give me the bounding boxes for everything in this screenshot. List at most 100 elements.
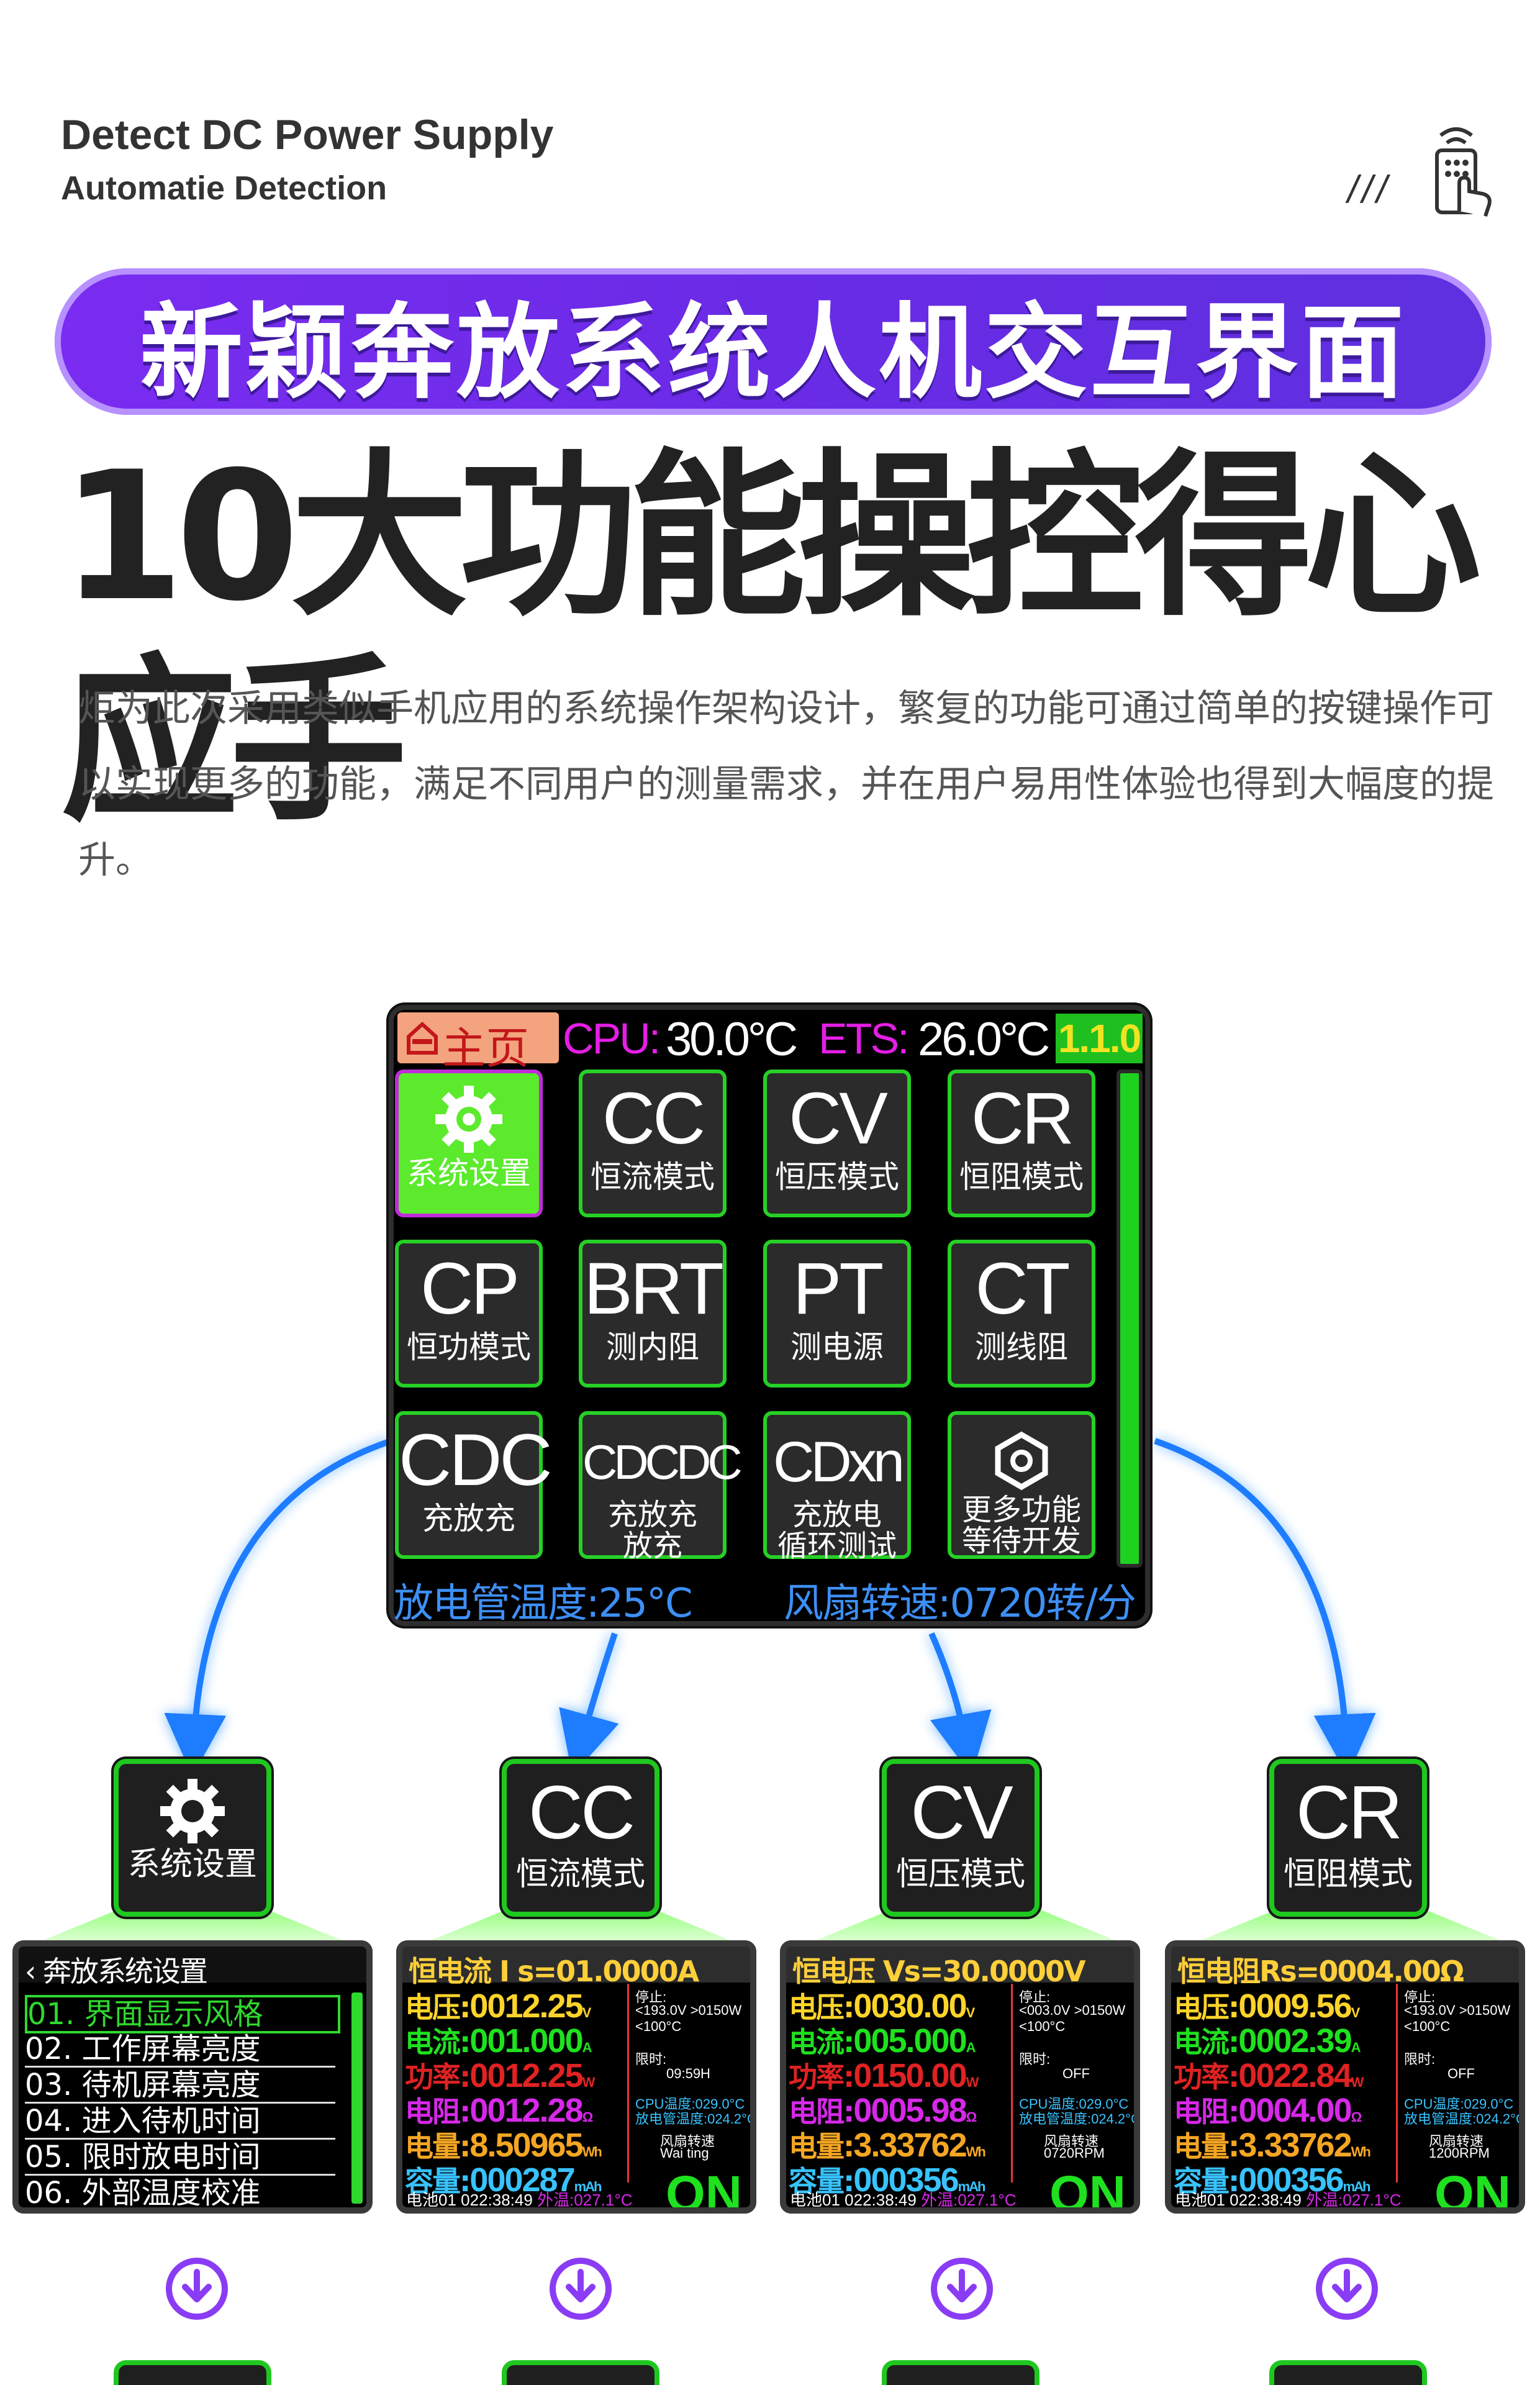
tile-more[interactable]: 更多功能 等待开发 (948, 1411, 1095, 1559)
tile-label: 测电源 (790, 1329, 884, 1365)
banner-title: 新颖奔放系统人机交互界面 (140, 293, 1406, 413)
cv-mode-screen: 恒电压 Vs=30.0000V 电压:0030.00V 电流:005.000A … (780, 1940, 1140, 2214)
download-icon[interactable] (163, 2255, 231, 2323)
tile-cp[interactable]: CP 恒功模式 (395, 1240, 543, 1388)
tile-cdcdc[interactable]: CDCDC 充放充 放充 (579, 1411, 743, 1563)
energy-row: 电量:8.50965Wh (405, 2127, 602, 2164)
next-tile-partial (502, 2360, 659, 2385)
fan-speed: 风扇转速:0720转/分 (784, 1581, 1136, 1627)
capacity-row: 容量:000287mAh (405, 2161, 602, 2199)
settings-item[interactable]: 02. 工作屏幕亮度 (25, 2032, 335, 2068)
download-icon[interactable] (928, 2255, 996, 2323)
ets-label: ETS: (818, 1014, 910, 1063)
resistance-row: 电阻:0005.98Ω (789, 2092, 977, 2129)
tile-label-2: 放充 (622, 1529, 682, 1563)
download-icon[interactable] (546, 2255, 615, 2323)
tile-ct[interactable]: CT 测线阻 (948, 1240, 1095, 1388)
remote-control-hand-icon (1435, 127, 1492, 217)
arrow-to-cr (1154, 1438, 1376, 1776)
settings-item[interactable]: 06. 外部温度校准 (25, 2176, 335, 2207)
home-tab[interactable] (397, 1012, 559, 1063)
status-panel: 停止: <193.0V >0150W <100°C 限时: 09:59H CPU… (627, 1984, 750, 2183)
tile-label: 恒功模式 (407, 1329, 531, 1365)
tile-cc[interactable]: CC 恒流模式 (579, 1070, 727, 1217)
tile-cv[interactable]: CV 恒压模式 (763, 1070, 911, 1217)
home-icon (407, 1021, 438, 1055)
current-row: 电流:005.000A (789, 2022, 976, 2060)
power-row: 功率:0150.00W (789, 2057, 979, 2094)
tile-code: CDCDC (582, 1435, 743, 1489)
mode-tile-cc[interactable]: CC 恒流模式 (502, 1759, 659, 1917)
settings-item[interactable]: 03. 待机屏幕亮度 (25, 2068, 335, 2104)
power-row: 功率:0022.84W (1174, 2057, 1364, 2094)
tile-label: 恒流模式 (591, 1159, 715, 1195)
version-badge: 1.1.0 (1056, 1014, 1143, 1063)
voltage-row: 电压:0009.56V (1174, 1988, 1360, 2025)
mode-tile-label: 恒流模式 (515, 1856, 645, 1893)
tile-code: CDxn (772, 1430, 905, 1494)
status-panel: 停止: <193.0V >0150W <100°C 限时: OFF CPU温度:… (1396, 1984, 1519, 2183)
connector-arrows (164, 1438, 1376, 1776)
energy-row: 电量:3.33762Wh (789, 2127, 986, 2164)
cr-mode-screen: 恒电阻Rs=0004.00Ω 电压:0009.56V 电流:0002.39A 功… (1165, 1940, 1525, 2214)
purple-banner (55, 268, 1492, 415)
output-state[interactable]: ON (1049, 2166, 1126, 2214)
scrollbar[interactable] (1116, 1070, 1143, 1568)
tile-label-2: 等待开发 (961, 1524, 1081, 1558)
settings-item[interactable]: 05. 限时放电时间 (25, 2140, 335, 2176)
tile-label: 充放充 (422, 1501, 515, 1537)
tile-label-2: 循环测试 (777, 1529, 897, 1563)
mode-tile-label: 系统设置 (127, 1846, 257, 1883)
tube-temperature: 放电管温度:25°C (394, 1581, 693, 1627)
settings-header: ‹ 奔放系统设置 (19, 1947, 366, 1988)
settings-scrollbar[interactable] (351, 1992, 363, 2204)
tile-label: 测内阻 (606, 1329, 699, 1365)
tile-cr[interactable]: CR 恒阻模式 (948, 1070, 1095, 1217)
tile-label: 恒压模式 (775, 1159, 899, 1195)
energy-row: 电量:3.33762Wh (1174, 2127, 1371, 2164)
voltage-row: 电压:0030.00V (789, 1988, 975, 2025)
settings-title: ‹ 奔放系统设置 (25, 1955, 208, 1988)
mode-header: 恒电流 I s=01.0000A (402, 1947, 750, 1988)
settings-screen: ‹ 奔放系统设置 01. 界面显示风格 02. 工作屏幕亮度 03. 待机屏幕亮… (12, 1940, 373, 2214)
tile-code: CR (971, 1078, 1074, 1160)
settings-item[interactable]: 01. 界面显示风格 (25, 1995, 340, 2033)
tile-cdxn[interactable]: CDxn 充放电 循环测试 (763, 1411, 911, 1563)
mode-tile-code: CC (528, 1770, 635, 1855)
ets-temperature: 26.0°C (918, 1013, 1050, 1066)
mode-tile-cv[interactable]: CV 恒压模式 (882, 1759, 1040, 1917)
tile-pt[interactable]: PT 测电源 (763, 1240, 911, 1388)
cpu-temperature: 30.0°C (666, 1013, 798, 1066)
output-state[interactable]: ON (666, 2166, 742, 2214)
mode-tile-code: CR (1295, 1770, 1403, 1855)
settings-item[interactable]: 04. 进入待机时间 (25, 2104, 335, 2140)
current-row: 电流:0002.39A (1174, 2022, 1361, 2060)
power-row: 功率:0012.25W (405, 2057, 595, 2094)
arrow-to-cc (559, 1632, 619, 1776)
mode-tile-cr[interactable]: CR 恒阻模式 (1269, 1759, 1427, 1917)
tile-brt[interactable]: BRT 测内阻 (579, 1240, 727, 1388)
mode-tile-settings[interactable]: 系统设置 (114, 1759, 271, 1917)
hexagon-icon (995, 1431, 1048, 1491)
mode-tile-code: CV (910, 1770, 1013, 1855)
tile-label: 充放电 (792, 1497, 882, 1532)
arrow-to-settings (164, 1438, 392, 1776)
battery-timer: 电池01 022:38:49 外温:027.1°C (406, 2191, 633, 2209)
english-title: Detect DC Power Supply (61, 111, 554, 158)
tile-label: 充放充 (607, 1497, 697, 1532)
download-icon[interactable] (1313, 2255, 1381, 2323)
next-tile-partial (882, 2360, 1040, 2385)
tile-system-settings[interactable]: 系统设置 (395, 1070, 543, 1217)
battery-timer: 电池01 022:38:49 外温:027.1°C (1175, 2191, 1402, 2209)
voltage-row: 电压:0012.25V (405, 1988, 591, 2025)
tile-code: BRT (584, 1248, 724, 1330)
signal-slashes: /// (1348, 168, 1391, 211)
capacity-row: 容量:000356mAh (789, 2161, 985, 2199)
next-tile-partial (1269, 2360, 1427, 2385)
tile-cdc[interactable]: CDC 充放充 (395, 1411, 553, 1559)
resistance-row: 电阻:0012.28Ω (405, 2092, 593, 2129)
cpu-label: CPU: (563, 1014, 661, 1063)
arrow-to-cv (928, 1632, 992, 1776)
output-state[interactable]: ON (1434, 2166, 1511, 2214)
mode-header: 恒电阻Rs=0004.00Ω (1171, 1947, 1519, 1988)
